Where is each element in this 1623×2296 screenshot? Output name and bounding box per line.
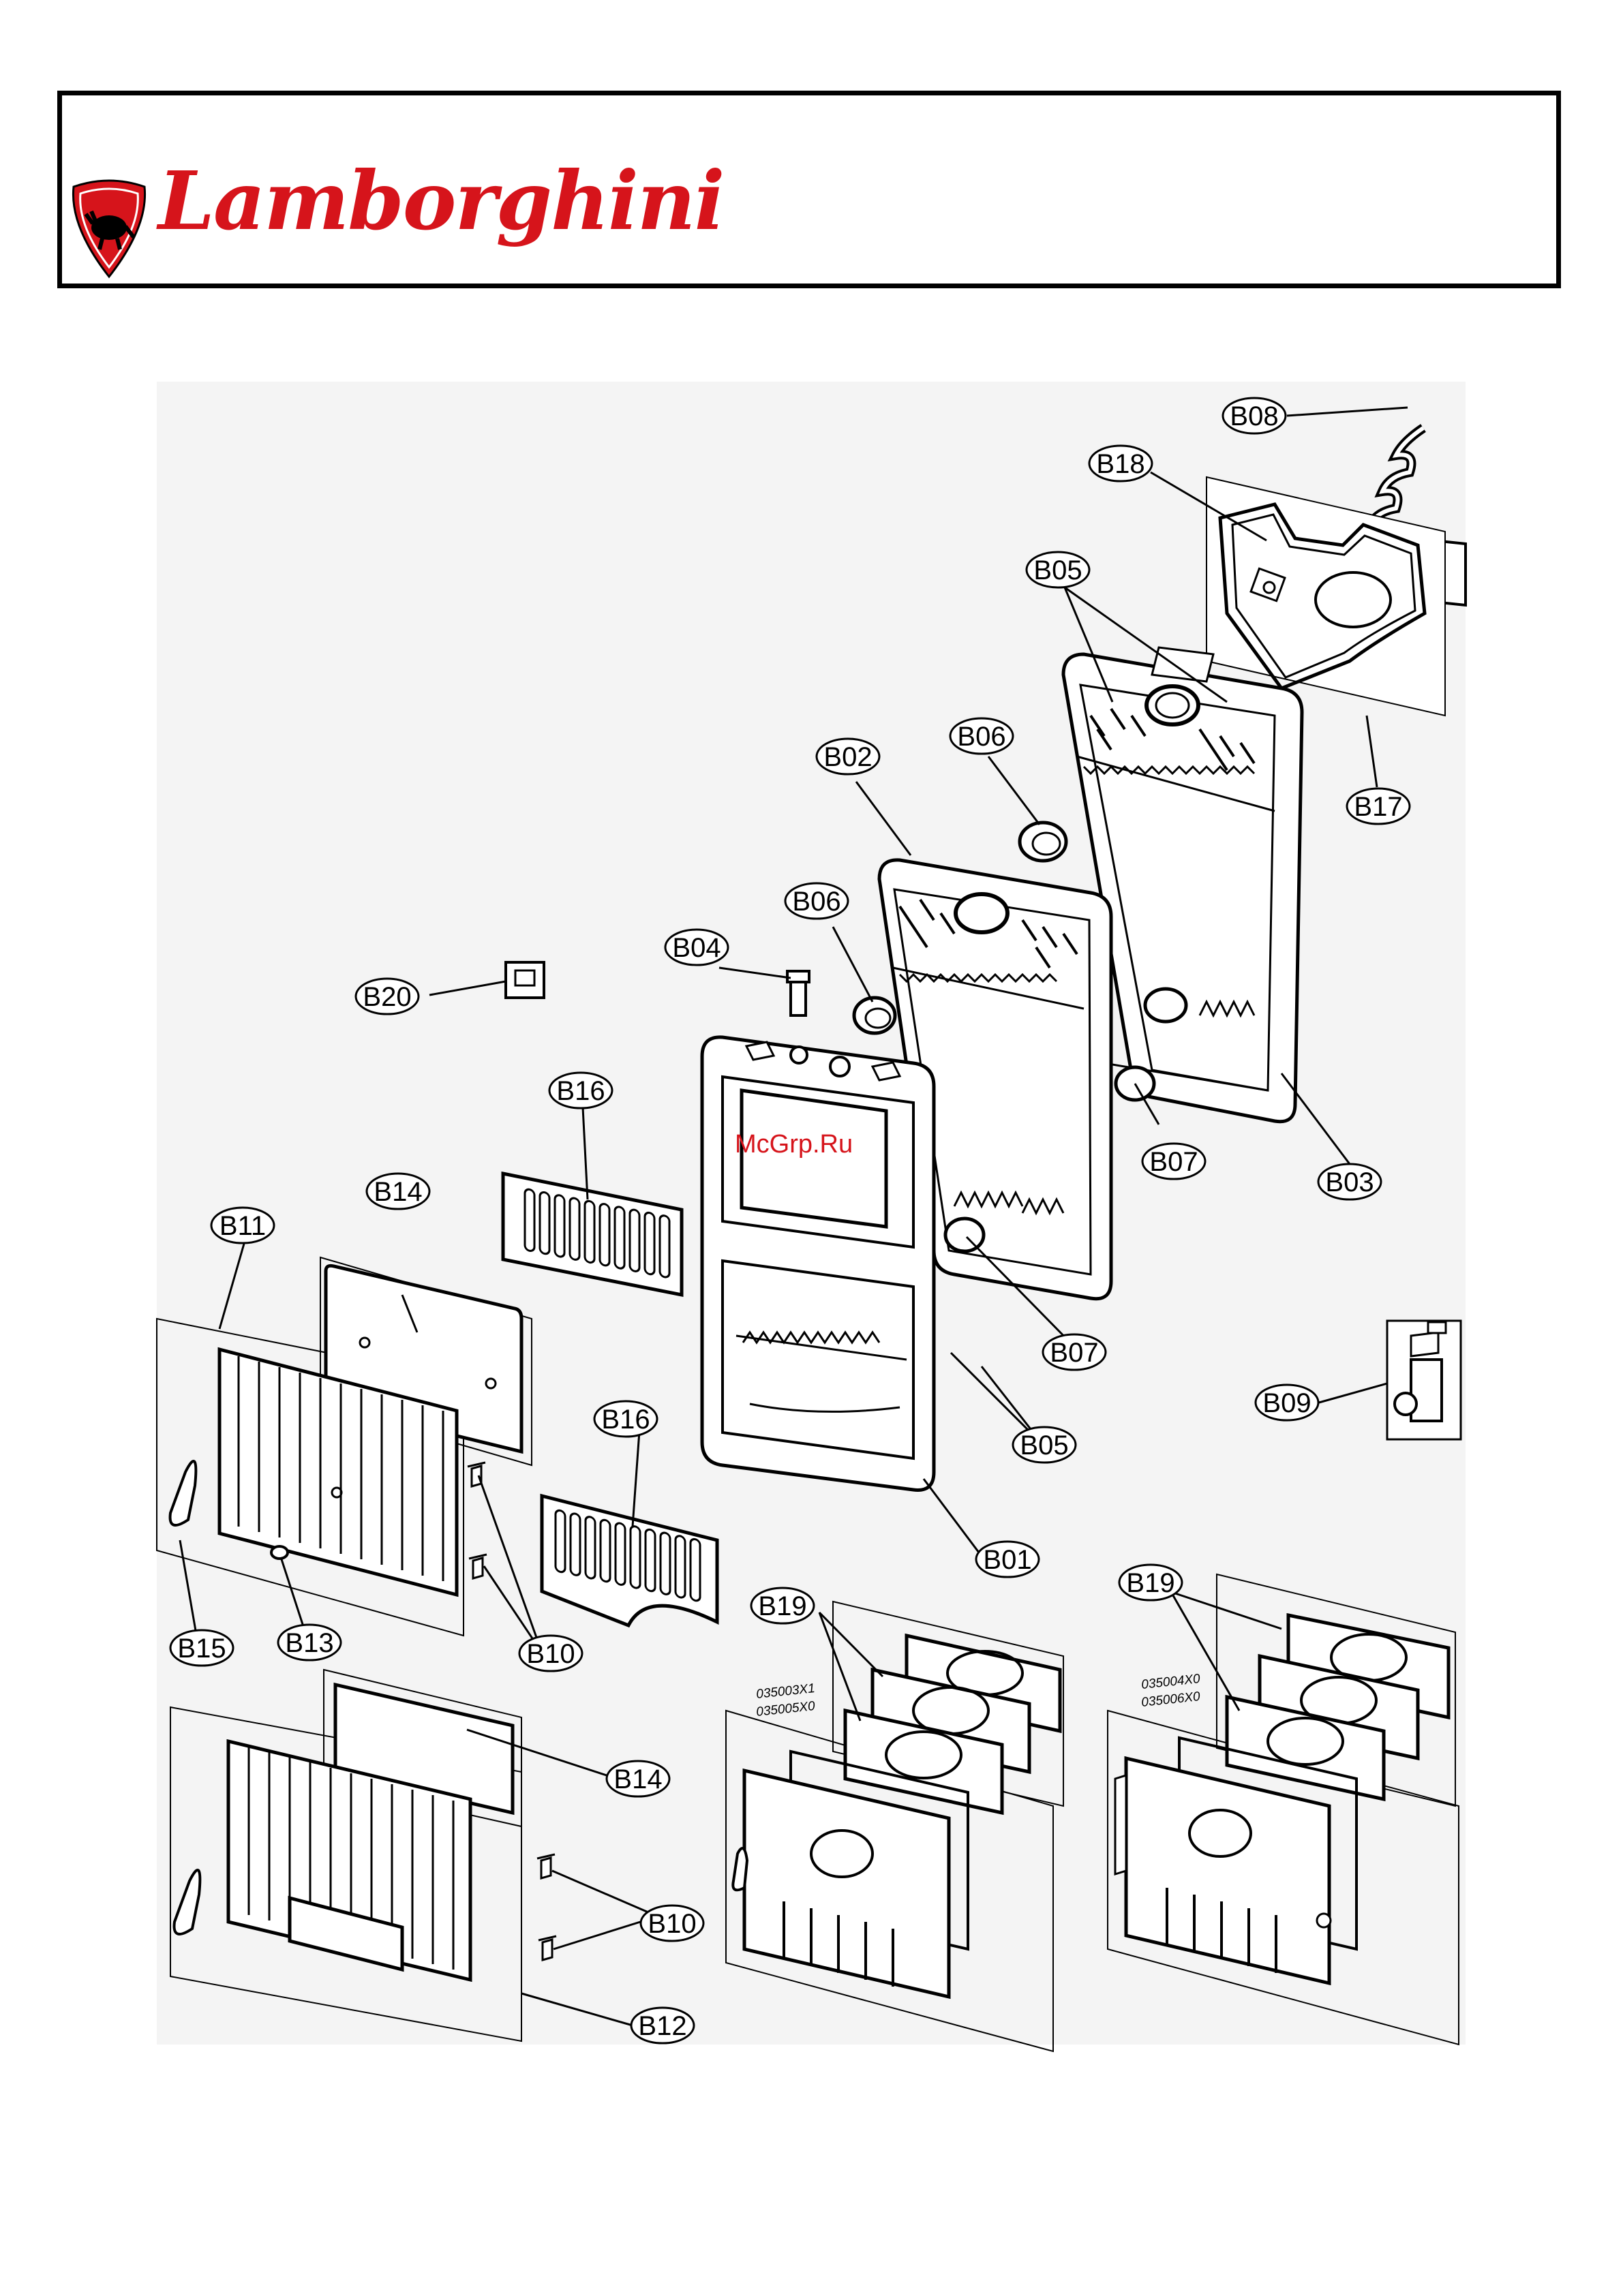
callout-b06-mid: B06	[785, 883, 848, 919]
seal-ring-lower-mid	[945, 1219, 984, 1251]
svg-text:B16: B16	[556, 1076, 605, 1106]
callout-b10-low: B10	[641, 1905, 703, 1941]
callout-b08: B08	[1223, 398, 1286, 433]
callout-b07-top: B07	[1142, 1144, 1205, 1179]
callout-b19-right: B19	[1119, 1565, 1182, 1600]
valve-b09	[1387, 1321, 1461, 1439]
callout-b14-low: B14	[607, 1761, 669, 1796]
svg-text:B19: B19	[1126, 1568, 1174, 1598]
svg-text:B13: B13	[285, 1628, 333, 1658]
svg-text:B04: B04	[672, 933, 721, 963]
svg-text:B15: B15	[177, 1634, 226, 1664]
callout-b11: B11	[211, 1208, 274, 1243]
callout-b03: B03	[1318, 1164, 1381, 1199]
svg-text:B01: B01	[983, 1545, 1031, 1575]
callout-b05-mid: B05	[1013, 1427, 1076, 1463]
callout-b14-top: B14	[367, 1174, 429, 1209]
seal-ring-middle	[854, 998, 895, 1033]
svg-text:B11: B11	[219, 1211, 266, 1241]
svg-text:B08: B08	[1230, 401, 1278, 431]
svg-text:B03: B03	[1325, 1167, 1374, 1197]
callout-b15: B15	[170, 1630, 233, 1666]
svg-text:B10: B10	[526, 1639, 575, 1669]
svg-text:B20: B20	[363, 982, 411, 1012]
callout-b19-left: B19	[751, 1588, 814, 1623]
svg-text:B14: B14	[374, 1177, 422, 1207]
callout-b16-mid: B16	[594, 1401, 657, 1437]
svg-text:B09: B09	[1262, 1388, 1311, 1418]
callout-b02: B02	[817, 739, 879, 774]
callout-b16-top: B16	[549, 1073, 612, 1108]
callout-b17: B17	[1347, 789, 1410, 824]
svg-text:B06: B06	[792, 887, 840, 917]
seal-ring-upper	[1020, 823, 1066, 861]
front-frame	[702, 1037, 934, 1490]
callout-b01: B01	[976, 1542, 1039, 1577]
svg-text:B07: B07	[1149, 1147, 1198, 1177]
svg-text:B16: B16	[601, 1405, 650, 1435]
callout-b07-mid: B07	[1043, 1334, 1106, 1370]
svg-text:B10: B10	[648, 1909, 696, 1939]
callout-b05-top: B05	[1027, 552, 1089, 587]
svg-text:B05: B05	[1033, 555, 1082, 585]
watermark-text: McGrp.Ru	[735, 1130, 853, 1159]
svg-text:B07: B07	[1050, 1338, 1098, 1368]
callout-b20: B20	[356, 979, 419, 1014]
svg-text:B19: B19	[758, 1591, 806, 1621]
svg-text:B14: B14	[613, 1764, 662, 1794]
callout-b06-top: B06	[950, 718, 1013, 754]
svg-text:B02: B02	[823, 742, 872, 772]
svg-text:B17: B17	[1354, 792, 1402, 822]
small-component-b20	[506, 962, 544, 998]
callout-b12: B12	[631, 2008, 694, 2043]
svg-text:B06: B06	[957, 722, 1005, 752]
callout-b09: B09	[1256, 1385, 1318, 1420]
svg-text:B18: B18	[1096, 449, 1144, 479]
svg-text:B05: B05	[1020, 1430, 1068, 1460]
callout-b04: B04	[665, 930, 728, 965]
callout-b13: B13	[278, 1625, 341, 1660]
callout-b18: B18	[1089, 446, 1152, 481]
callout-b10-mid: B10	[519, 1636, 582, 1671]
svg-text:B12: B12	[638, 2011, 686, 2041]
